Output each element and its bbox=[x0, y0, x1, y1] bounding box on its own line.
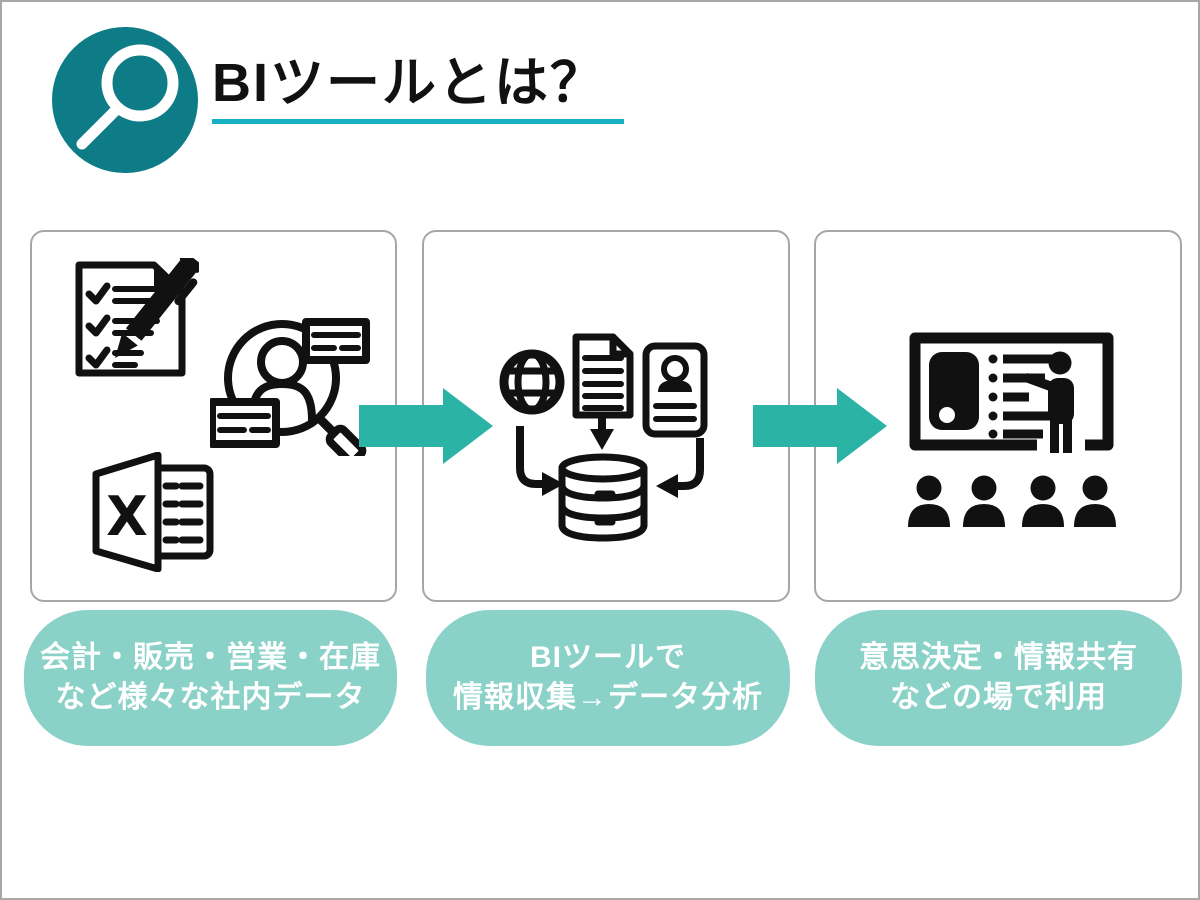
excel-spreadsheet-icon: X bbox=[92, 452, 214, 572]
step-label-usage: 意思決定・情報共有 などの場で利用 bbox=[815, 610, 1182, 746]
presenter-icon bbox=[1025, 351, 1074, 453]
audience-member-icon bbox=[963, 475, 1005, 527]
card-internal-data-sources: X bbox=[30, 230, 397, 602]
step-label-bi-tool: BIツールで 情報収集→データ分析 bbox=[426, 610, 790, 746]
search-badge bbox=[52, 27, 198, 173]
flow-arrow-icon bbox=[753, 388, 887, 464]
down-arrow-icon bbox=[590, 418, 614, 450]
svg-text:X: X bbox=[106, 485, 148, 548]
card-presentation-usage bbox=[814, 230, 1182, 602]
pill-line: など様々な社内データ bbox=[55, 681, 366, 714]
id-card-icon bbox=[642, 342, 708, 438]
document-icon bbox=[572, 333, 634, 419]
bullet-list bbox=[988, 354, 1055, 439]
curve-arrow-right-icon bbox=[656, 438, 704, 498]
page-title: BIツールとは？ bbox=[212, 53, 606, 113]
title-underline bbox=[212, 119, 624, 124]
person-search-icon bbox=[210, 318, 370, 456]
database-icon bbox=[558, 453, 648, 542]
pill-line: BIツールで bbox=[530, 641, 686, 674]
search-icon bbox=[76, 44, 179, 150]
pill-line: 会計・販売・営業・在庫 bbox=[40, 641, 381, 674]
curve-arrow-left-icon bbox=[516, 426, 564, 496]
step-label-internal-data: 会計・販売・営業・在庫 など様々な社内データ bbox=[24, 610, 397, 746]
audience-member-icon bbox=[1022, 475, 1064, 527]
checklist-pen-icon bbox=[75, 258, 199, 377]
flow-arrow-icon bbox=[359, 388, 493, 464]
pill-line: 情報収集→データ分析 bbox=[453, 681, 763, 714]
audience-member-icon bbox=[908, 475, 950, 527]
presentation-board-icon bbox=[909, 332, 1114, 454]
pill-line: などの場で利用 bbox=[890, 681, 1107, 714]
pill-line: 意思決定・情報共有 bbox=[859, 641, 1138, 674]
audience-member-icon bbox=[1074, 475, 1116, 527]
globe-icon bbox=[499, 349, 565, 415]
